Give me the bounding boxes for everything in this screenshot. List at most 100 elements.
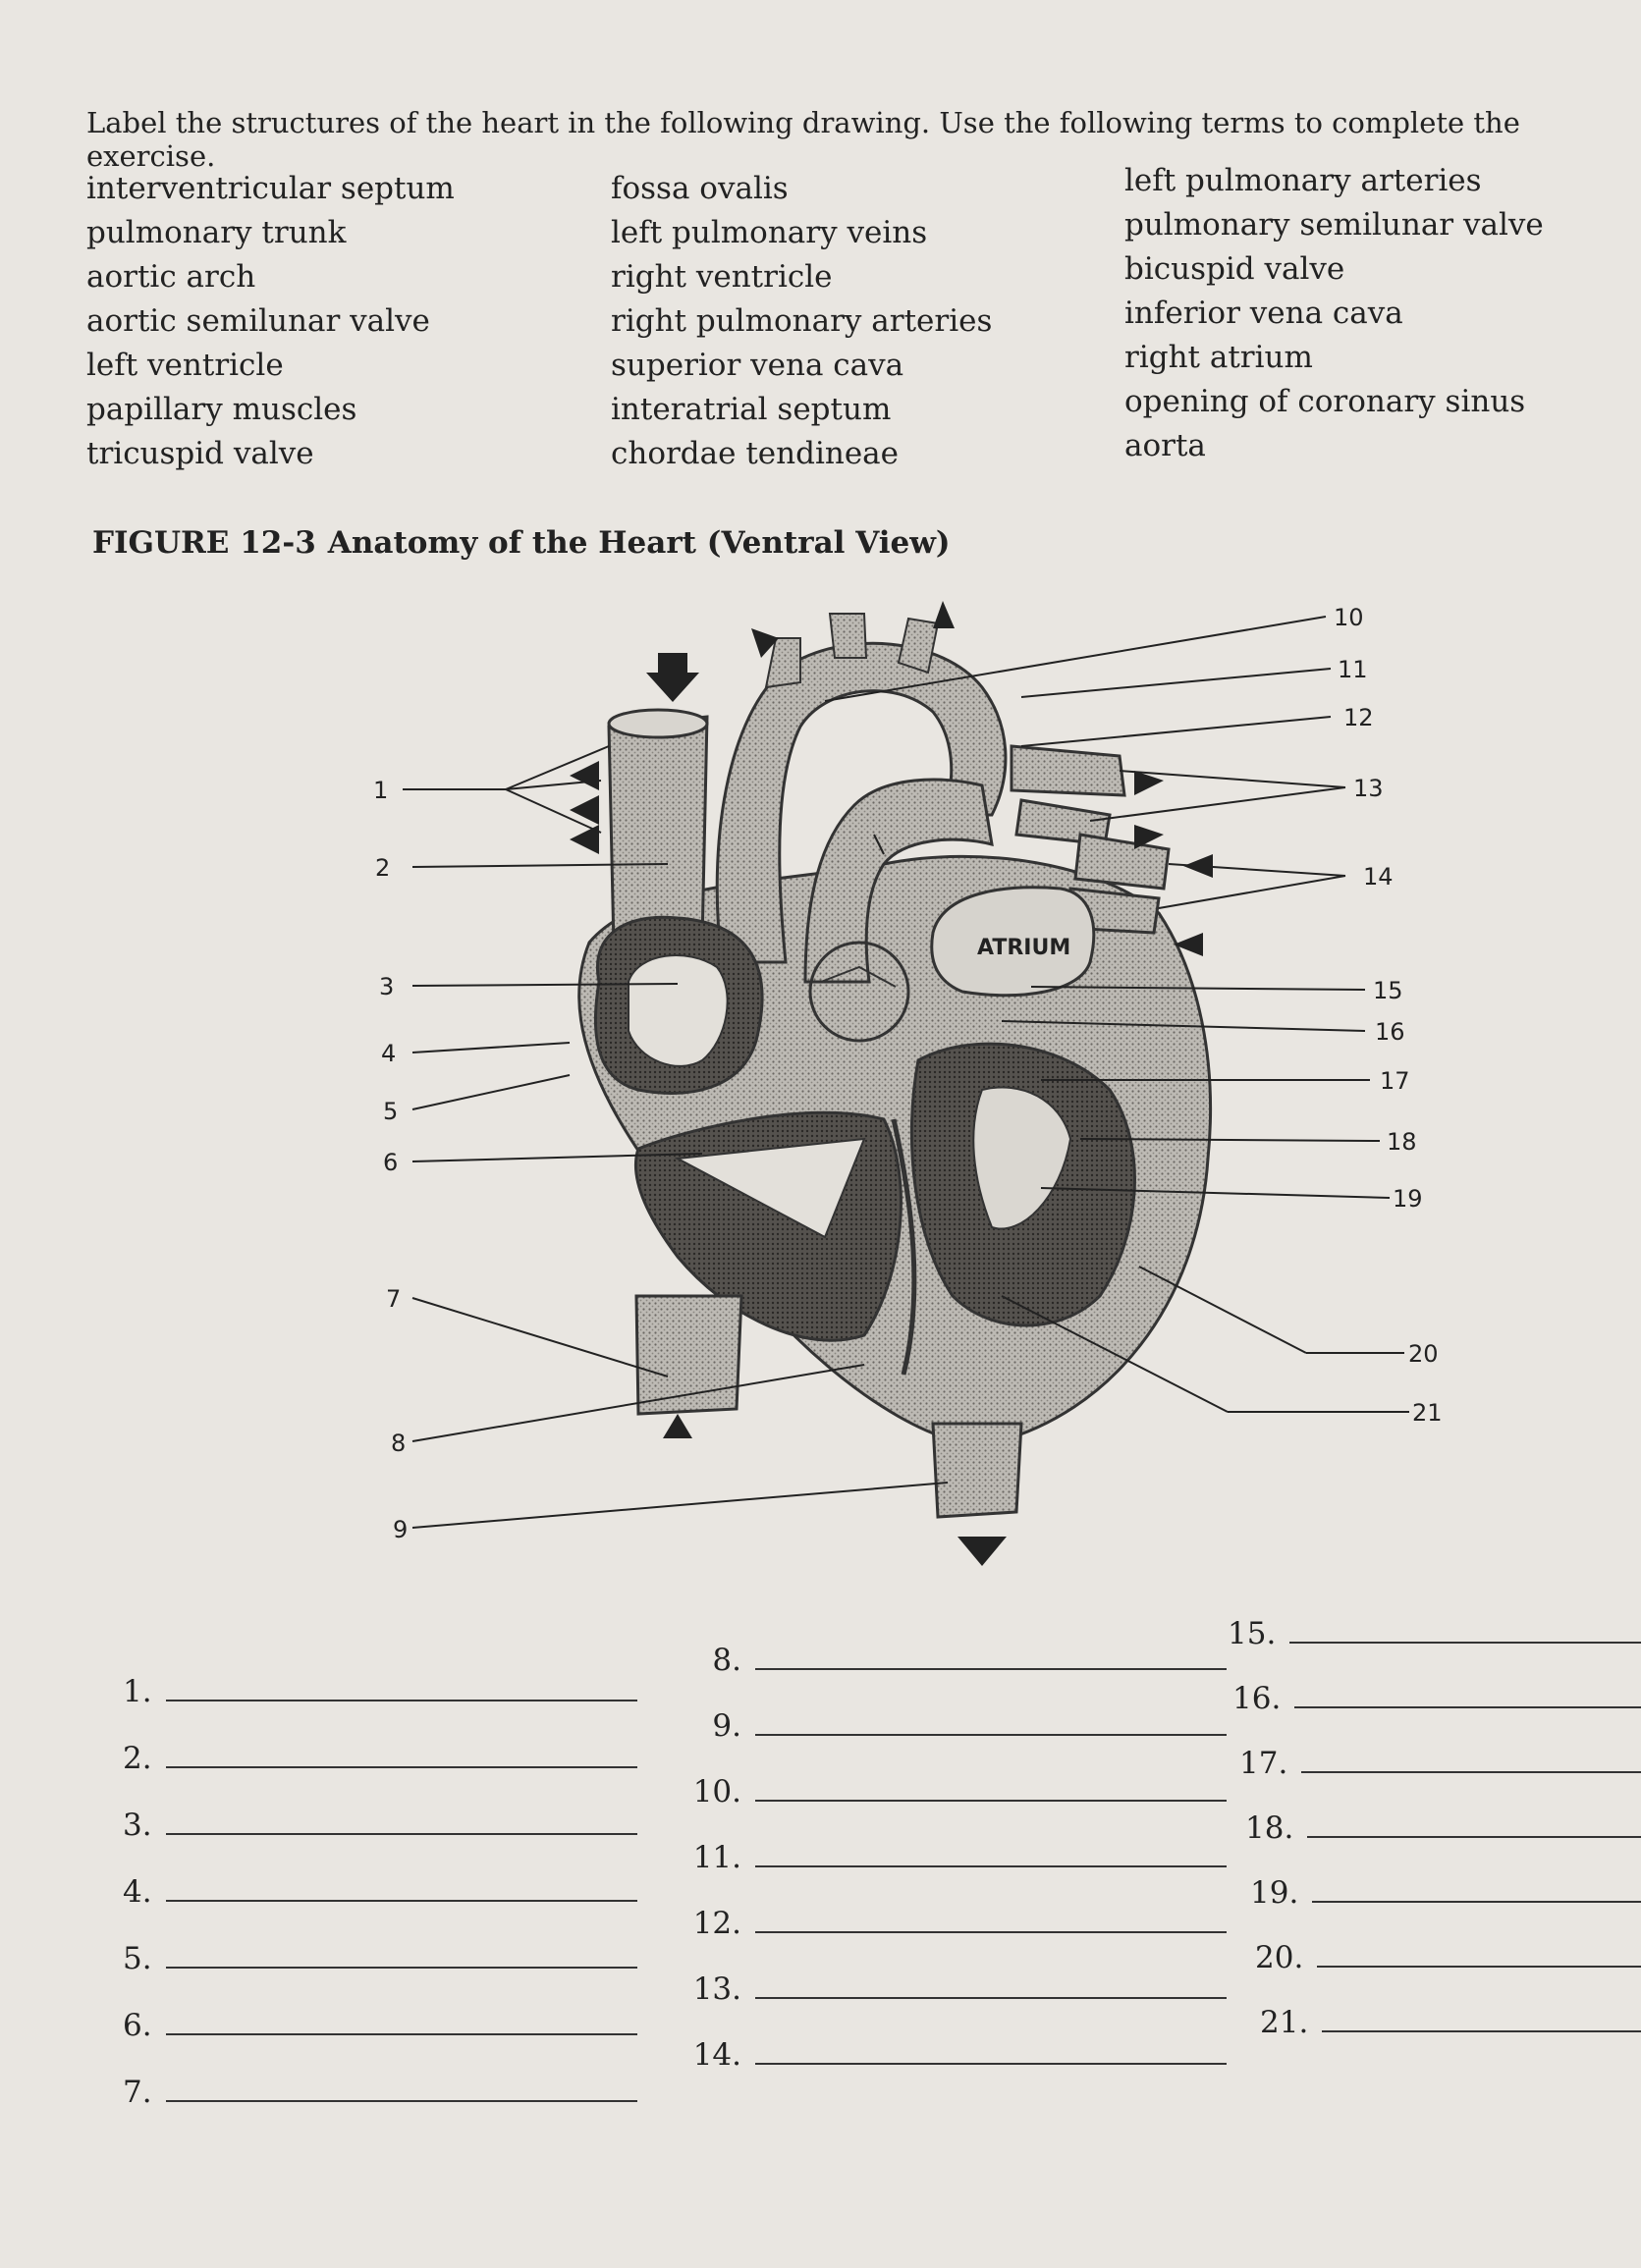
answer-row[interactable]: 17.: [1239, 1746, 1641, 1781]
atrium-label: ATRIUM: [977, 936, 1070, 960]
term: opening of coronary sinus: [1124, 384, 1526, 419]
term: right atrium: [1124, 340, 1313, 375]
answer-row[interactable]: 1.: [123, 1674, 637, 1709]
callout-6: 6: [383, 1149, 398, 1176]
term-list-col3: left pulmonary arteries pulmonary semilu…: [1124, 159, 1544, 468]
answer-blank[interactable]: [755, 1973, 1227, 1999]
instructions: Label the structures of the heart in the…: [86, 106, 1520, 173]
answer-row[interactable]: 7.: [123, 2075, 637, 2110]
answer-number: 16.: [1232, 1681, 1282, 1716]
answer-blank[interactable]: [165, 2077, 637, 2102]
callout-17: 17: [1380, 1067, 1410, 1095]
term: bicuspid valve: [1124, 251, 1345, 287]
answer-row[interactable]: 6.: [123, 2008, 637, 2043]
callout-2: 2: [375, 854, 390, 882]
answer-row[interactable]: 4.: [123, 1874, 637, 1910]
answer-blank[interactable]: [755, 1908, 1227, 1933]
answer-row[interactable]: 14.: [683, 2037, 1227, 2073]
answer-blank[interactable]: [165, 1743, 637, 1768]
term: papillary muscles: [86, 392, 357, 427]
answer-number: 2.: [123, 1741, 152, 1776]
answer-row[interactable]: 9.: [692, 1708, 1227, 1744]
callout-16: 16: [1375, 1018, 1405, 1046]
term: superior vena cava: [611, 348, 904, 383]
answer-blank[interactable]: [1289, 1618, 1641, 1644]
answer-number: 4.: [123, 1874, 152, 1910]
chamber-label: ATRIUM: [977, 936, 1070, 960]
term: left ventricle: [86, 348, 284, 383]
answer-number: 12.: [692, 1906, 741, 1941]
answer-row[interactable]: 18.: [1245, 1810, 1641, 1846]
answer-blank[interactable]: [165, 1809, 637, 1835]
answer-row[interactable]: 16.: [1232, 1681, 1641, 1716]
callout-13: 13: [1353, 775, 1384, 802]
term: pulmonary semilunar valve: [1124, 207, 1544, 243]
term: chordae tendineae: [611, 436, 900, 471]
term-list-col1: interventricular septum pulmonary trunk …: [86, 167, 455, 476]
answer-number: 10.: [692, 1774, 741, 1809]
answer-row[interactable]: 15.: [1228, 1616, 1641, 1651]
answer-blank[interactable]: [755, 1776, 1227, 1802]
callouts-left: 1 2 3 4 5 6 7 8 9: [373, 777, 408, 1543]
figure-caption: FIGURE 12-3 Anatomy of the Heart (Ventral…: [92, 525, 951, 561]
term: right ventricle: [611, 259, 833, 295]
callout-18: 18: [1387, 1128, 1417, 1156]
answer-row[interactable]: 21.: [1260, 2005, 1641, 2040]
answer-blank[interactable]: [165, 1876, 637, 1902]
answer-number: 20.: [1255, 1940, 1304, 1975]
answer-blank[interactable]: [165, 2010, 637, 2035]
callout-20: 20: [1408, 1340, 1439, 1368]
answer-blank[interactable]: [165, 1943, 637, 1969]
answer-blank[interactable]: [755, 1710, 1227, 1736]
answer-blank[interactable]: [755, 1645, 1227, 1670]
callout-7: 7: [386, 1285, 401, 1313]
answer-row[interactable]: 10.: [683, 1774, 1227, 1809]
callout-10: 10: [1334, 604, 1364, 631]
answer-number: 17.: [1239, 1746, 1288, 1781]
answer-blank[interactable]: [755, 1842, 1227, 1867]
answer-blank[interactable]: [1317, 1942, 1641, 1968]
answer-row[interactable]: 8.: [692, 1643, 1227, 1678]
answer-blank[interactable]: [1322, 2007, 1641, 2032]
callout-15: 15: [1373, 977, 1403, 1004]
answer-blank[interactable]: [1301, 1748, 1641, 1773]
answer-number: 21.: [1260, 2005, 1309, 2040]
answer-number: 18.: [1245, 1810, 1294, 1846]
callout-8: 8: [391, 1430, 406, 1457]
callouts-right: 10 11 12 13 14 15 16 17 18 19 20 21: [1334, 604, 1443, 1427]
answer-row[interactable]: 11.: [683, 1840, 1227, 1875]
term: aortic semilunar valve: [86, 303, 430, 339]
answer-number: 3.: [123, 1808, 152, 1843]
answer-blank[interactable]: [1307, 1812, 1641, 1838]
callout-19: 19: [1393, 1185, 1423, 1213]
answer-number: 8.: [712, 1643, 741, 1678]
answer-row[interactable]: 13.: [683, 1971, 1227, 2007]
term: right pulmonary arteries: [611, 303, 993, 339]
answer-blank[interactable]: [1312, 1877, 1641, 1903]
answer-number: 14.: [692, 2037, 741, 2073]
callout-1: 1: [373, 777, 388, 804]
term: pulmonary trunk: [86, 215, 347, 250]
answer-number: 19.: [1250, 1875, 1299, 1911]
answer-row[interactable]: 2.: [123, 1741, 637, 1776]
answer-blank[interactable]: [165, 1676, 637, 1701]
term-list-col2: fossa ovalis left pulmonary veins right …: [611, 167, 992, 476]
callout-3: 3: [379, 973, 394, 1000]
answer-number: 1.: [123, 1674, 152, 1709]
term: left pulmonary veins: [611, 215, 928, 250]
figure-title: Anatomy of the Heart (Ventral View): [327, 525, 951, 561]
figure-number: FIGURE 12-3: [92, 525, 316, 561]
answer-row[interactable]: 19.: [1250, 1875, 1641, 1911]
answer-row[interactable]: 3.: [123, 1808, 637, 1843]
answer-row[interactable]: 12.: [683, 1906, 1227, 1941]
answer-number: 7.: [123, 2075, 152, 2110]
answer-blank[interactable]: [755, 2039, 1227, 2065]
callout-4: 4: [381, 1040, 396, 1067]
callout-9: 9: [393, 1516, 408, 1543]
answer-row[interactable]: 20.: [1255, 1940, 1641, 1975]
answer-number: 9.: [712, 1708, 741, 1744]
answer-row[interactable]: 5.: [123, 1941, 637, 1976]
term: aorta: [1124, 428, 1206, 463]
term: interatrial septum: [611, 392, 892, 427]
answer-blank[interactable]: [1294, 1683, 1641, 1708]
